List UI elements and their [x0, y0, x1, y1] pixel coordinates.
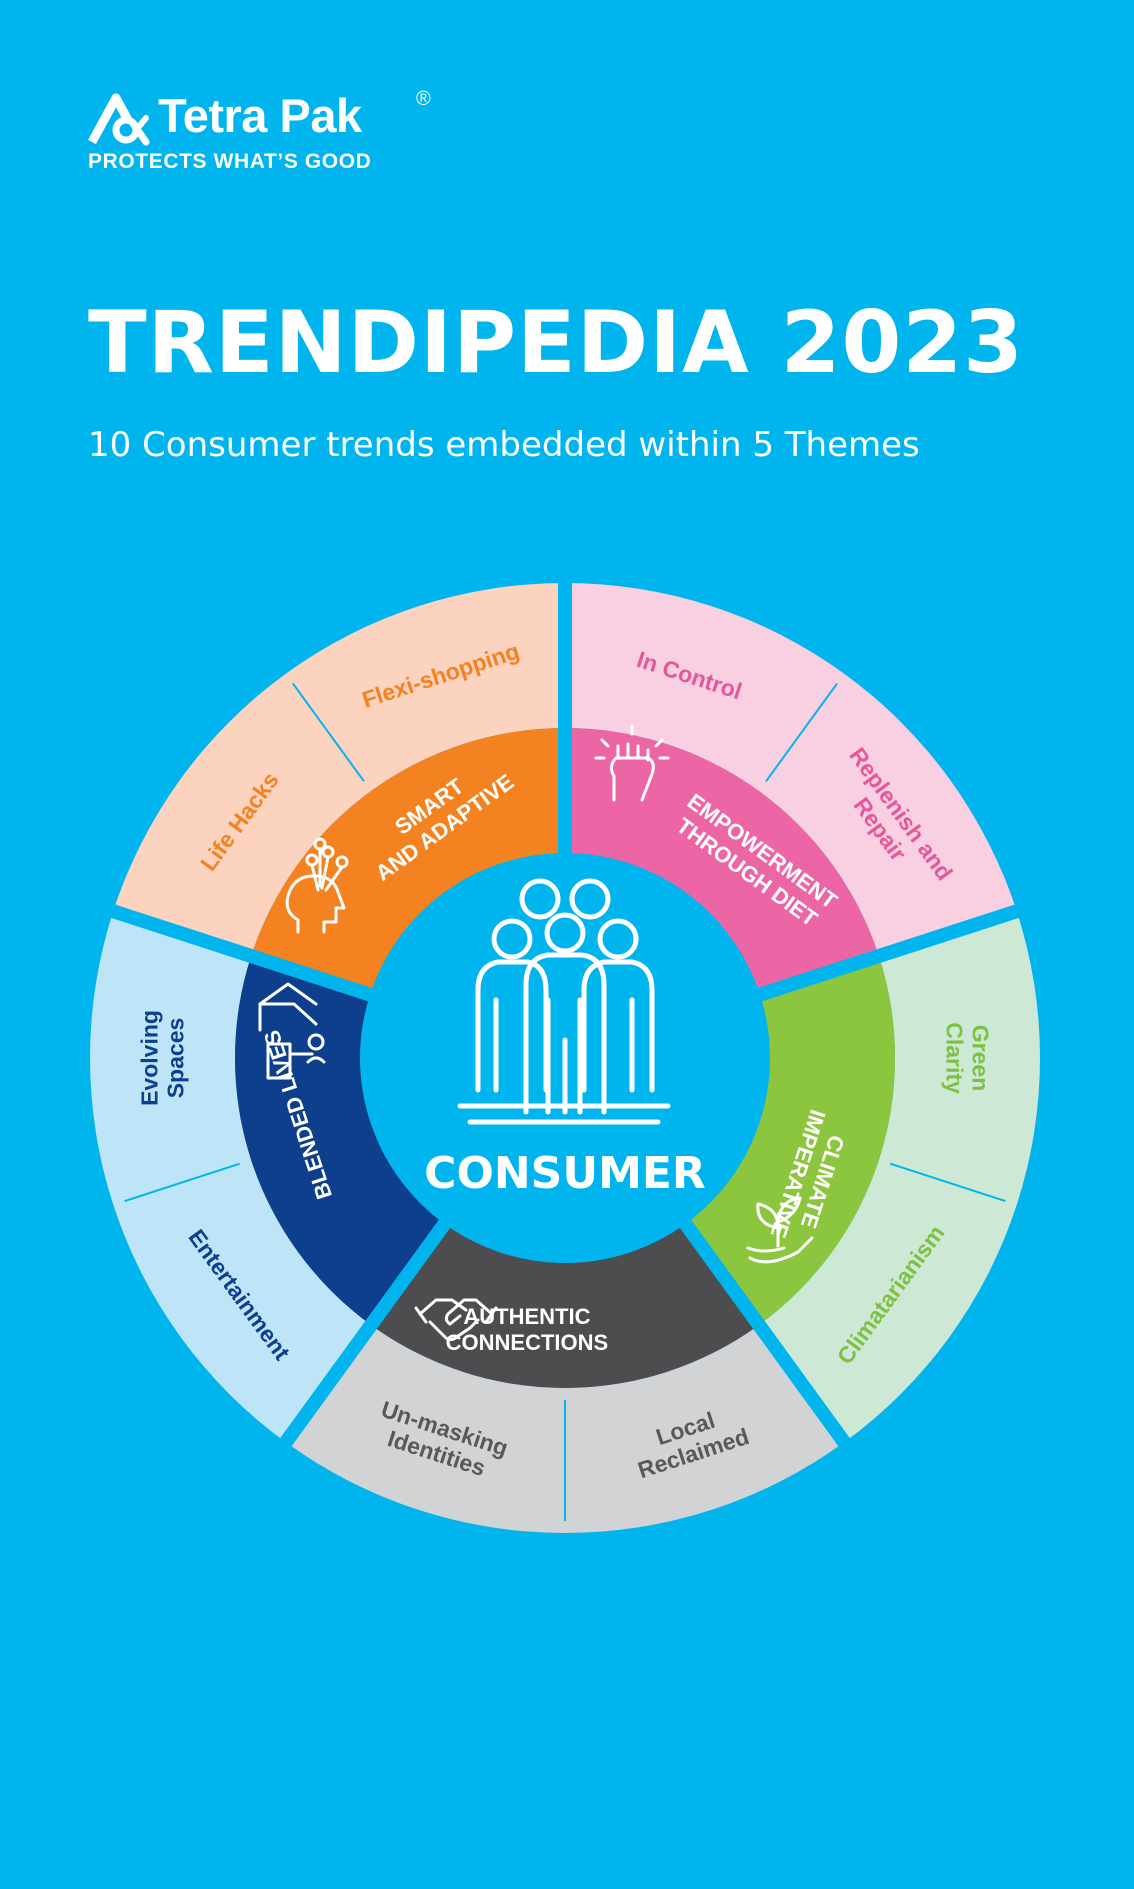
trend-divider-empowerment: [765, 682, 838, 782]
outer-segment-climate: [758, 911, 1040, 1443]
handshake-icon: [414, 1298, 498, 1342]
outer-segment-empowerment: [565, 583, 1017, 957]
home-office-icon: [258, 982, 326, 1080]
hand-plant-icon: [746, 1196, 814, 1264]
brand-tagline: PROTECTS WHAT’S GOOD: [88, 150, 372, 173]
brand-name: Tetra Pak: [158, 89, 362, 142]
trend-label-line: Green: [968, 1025, 994, 1091]
page-subtitle: 10 Consumer trends embedded within 5 The…: [88, 425, 920, 465]
tetra-pak-logo: Tetra Pak ® PROTECTS WHAT’S GOOD: [88, 88, 448, 178]
theme-gap: [276, 1216, 453, 1452]
outer-segment-blended: [89, 911, 372, 1443]
trend-divider-climate: [889, 1162, 1006, 1203]
page-title: TRENDIPEDIA 2023: [88, 293, 1025, 393]
theme-gap: [677, 1216, 854, 1452]
trend-divider-smart: [292, 682, 365, 782]
raised-fist-icon: [594, 724, 670, 802]
inner-segment-blended: [235, 956, 445, 1325]
trend-label-line: Spaces: [163, 1018, 189, 1099]
head-network-icon: [285, 837, 349, 934]
tetra-pak-triangle-icon: [88, 93, 150, 146]
theme-gap: [105, 902, 377, 1003]
wheel-dividers: [105, 577, 1025, 1521]
trend-label-line: Clarity: [942, 1022, 968, 1094]
inner-segment-climate: [685, 956, 895, 1325]
trend-divider-blended: [124, 1162, 241, 1203]
consumer-label: CONSUMER: [424, 1148, 706, 1199]
outer-segment-smart: [113, 583, 565, 957]
theme-label-line: CONNECTIONS: [446, 1330, 609, 1355]
registered-mark: ®: [416, 88, 431, 110]
wheel-icons: [258, 724, 814, 1342]
theme-gap: [753, 902, 1025, 1003]
inner-segment-smart: [251, 728, 565, 995]
trend-label-line: Evolving: [137, 1010, 163, 1106]
inner-segment-authentic: [371, 1223, 759, 1388]
consumer-group-icon: [457, 878, 671, 1125]
